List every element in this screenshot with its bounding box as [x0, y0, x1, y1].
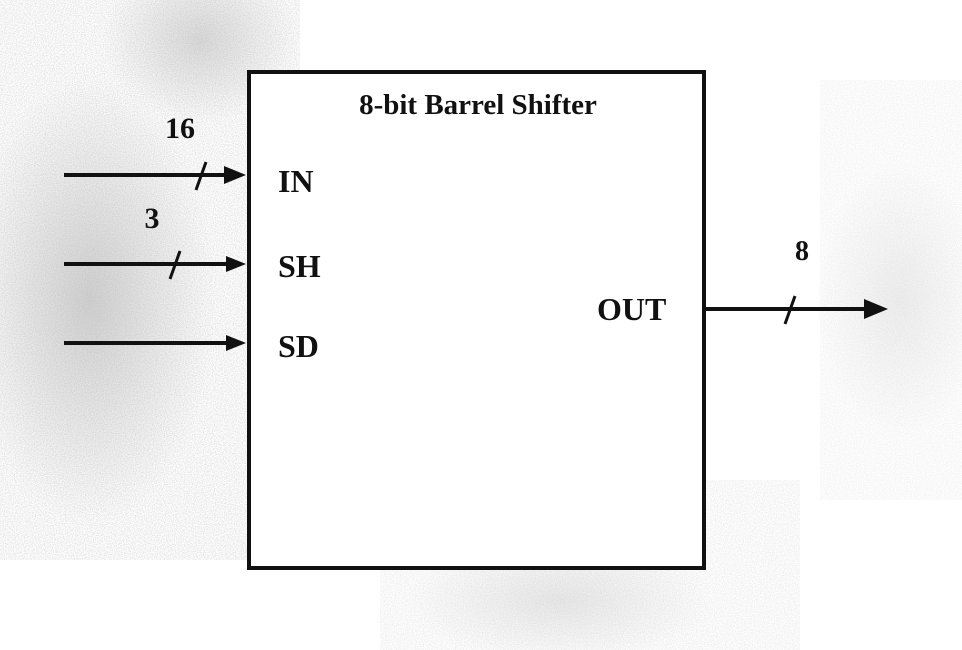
in-arrowhead — [224, 166, 246, 184]
barrel-shifter-block — [247, 70, 706, 570]
out-width-label: 8 — [795, 236, 809, 267]
block-title: 8-bit Barrel Shifter — [359, 89, 597, 121]
sd-port-label: SD — [278, 328, 319, 364]
sh-port-label: SH — [278, 248, 321, 284]
out-arrowhead — [864, 299, 888, 319]
out-bus-slash — [783, 295, 797, 325]
in-bus-slash — [194, 161, 208, 191]
sh-bus-slash — [168, 250, 182, 280]
out-port-label: OUT — [597, 291, 666, 327]
sd-arrowhead — [226, 335, 246, 351]
sh-arrowhead — [226, 256, 246, 272]
in-width-label: 16 — [165, 112, 195, 145]
sh-width-label: 3 — [145, 202, 160, 235]
in-port-label: IN — [278, 163, 314, 199]
scan-noise-right — [820, 80, 962, 500]
